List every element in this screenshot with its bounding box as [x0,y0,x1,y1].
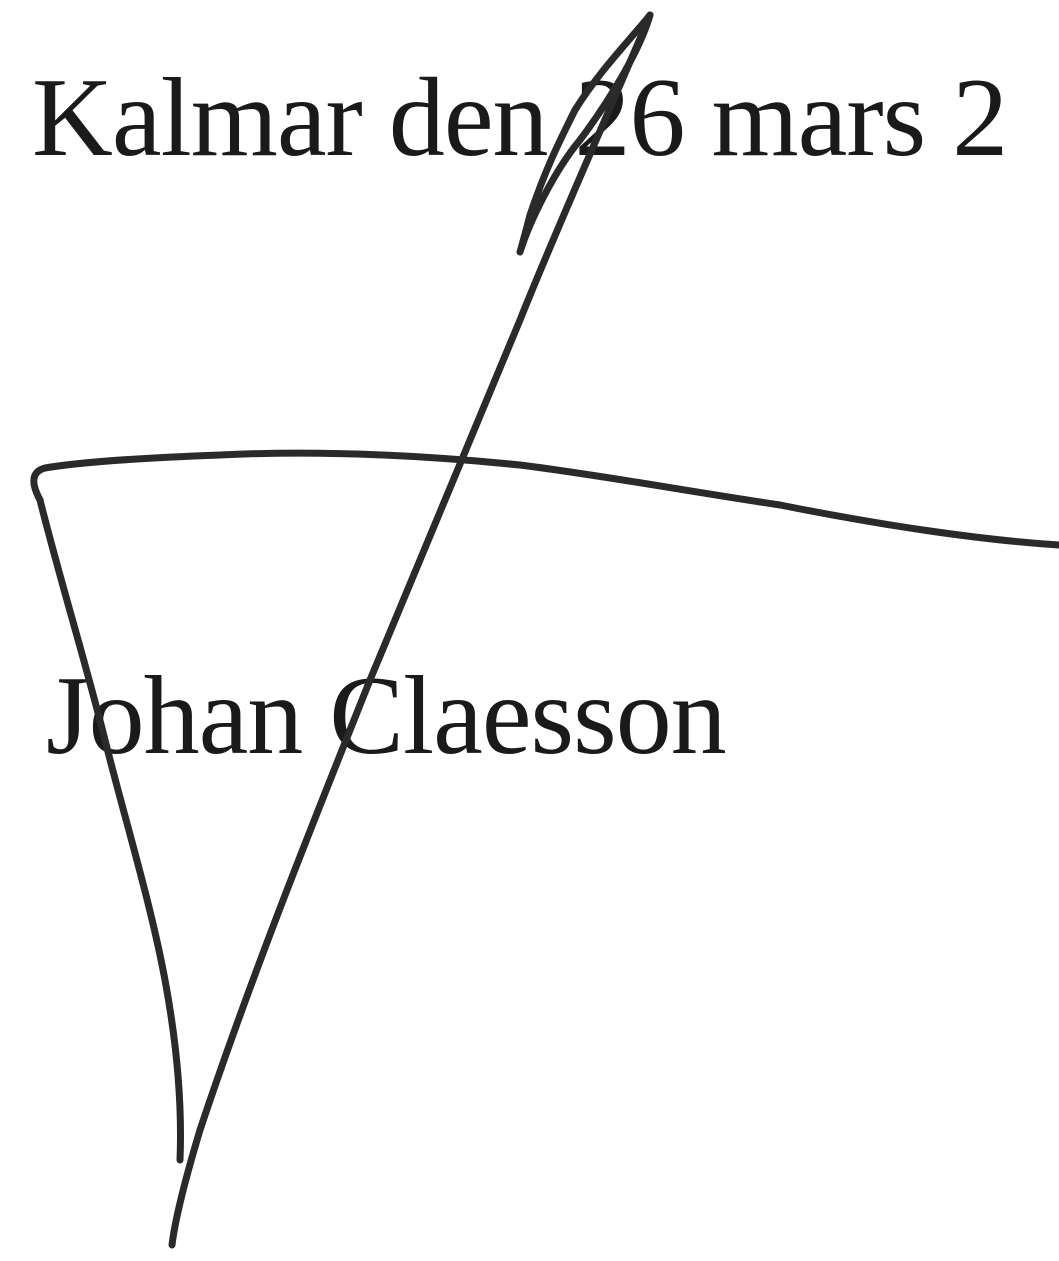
signatory-name: Johan Claesson [46,654,727,778]
signature-crossbar-stroke [30,449,1059,549]
signature-diagonal-stroke [168,11,654,1249]
signature-left-stroke [36,496,184,1164]
place-date-line: Kalmar den 26 mars 2 [32,56,1008,180]
